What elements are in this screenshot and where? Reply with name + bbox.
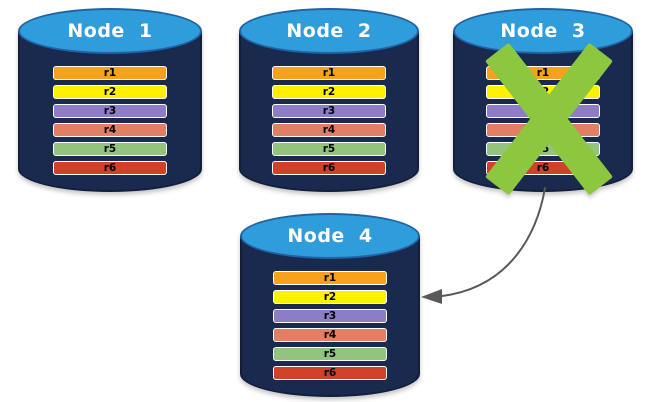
replica-row-r5: r5 bbox=[53, 142, 167, 156]
cylinder-top: Node 3 bbox=[453, 8, 633, 54]
replica-row-r1: r1 bbox=[53, 66, 167, 80]
replica-label: r2 bbox=[322, 85, 336, 98]
replica-row-r3: r3 bbox=[272, 104, 386, 118]
replica-row-r1: r1 bbox=[272, 66, 386, 80]
replica-label: r3 bbox=[322, 104, 336, 117]
cylinder-top: Node 1 bbox=[18, 8, 202, 54]
replica-row-r2: r2 bbox=[272, 85, 386, 99]
replica-label: r1 bbox=[103, 66, 117, 79]
replica-list: r1 r2 r3 r4 r5 r6 bbox=[272, 66, 386, 180]
replica-label: r5 bbox=[103, 142, 117, 155]
replica-label: r1 bbox=[536, 66, 550, 79]
replica-label: r6 bbox=[536, 161, 550, 174]
failover-arrowhead-icon bbox=[421, 289, 442, 304]
replica-label: r1 bbox=[323, 271, 337, 284]
replica-row-r5: r5 bbox=[272, 142, 386, 156]
cylinder-top: Node 2 bbox=[239, 8, 419, 54]
node-2-cylinder: Node 2 r1 r2 r3 r4 r5 r6 bbox=[239, 8, 419, 192]
replica-label: r4 bbox=[322, 123, 336, 136]
replica-row-r1: r1 bbox=[273, 271, 387, 285]
replica-row-r3: r3 bbox=[53, 104, 167, 118]
replica-label: r6 bbox=[322, 161, 336, 174]
replica-row-r2: r2 bbox=[53, 85, 167, 99]
replica-list: r1 r2 r3 r4 r5 r6 bbox=[273, 271, 387, 385]
node-title: Node 2 bbox=[286, 20, 372, 42]
failover-arrow bbox=[421, 187, 546, 304]
replica-row-r3: r3 bbox=[273, 309, 387, 323]
replica-row-r5: r5 bbox=[273, 347, 387, 361]
node-4-cylinder: Node 4 r1 r2 r3 r4 r5 r6 bbox=[240, 213, 420, 397]
node-title: Node 4 bbox=[287, 225, 373, 247]
replica-label: r2 bbox=[103, 85, 117, 98]
node-title: Node 1 bbox=[67, 20, 153, 42]
replica-label: r1 bbox=[322, 66, 336, 79]
replica-label: r3 bbox=[103, 104, 117, 117]
replica-row-r4: r4 bbox=[273, 328, 387, 342]
node-1-cylinder: Node 1 r1 r2 r3 r4 r5 r6 bbox=[18, 8, 202, 192]
replica-label: r5 bbox=[322, 142, 336, 155]
replica-row-r4: r4 bbox=[272, 123, 386, 137]
replica-label: r6 bbox=[103, 161, 117, 174]
replica-label: r3 bbox=[323, 309, 337, 322]
failover-arrow-line bbox=[441, 187, 546, 297]
replica-row-r6: r6 bbox=[53, 161, 167, 175]
replica-row-r6: r6 bbox=[272, 161, 386, 175]
replica-list: r1 r2 r3 r4 r5 r6 bbox=[53, 66, 167, 180]
failure-x-icon bbox=[485, 42, 613, 196]
replica-label: r4 bbox=[103, 123, 117, 136]
replica-label: r4 bbox=[323, 328, 337, 341]
replica-label: r6 bbox=[323, 366, 337, 379]
node-3-cylinder: Node 3 r1 r2 r3 r4 r5 r6 bbox=[453, 8, 633, 196]
node-title: Node 3 bbox=[500, 20, 586, 42]
replica-label: r5 bbox=[323, 347, 337, 360]
replica-row-r2: r2 bbox=[273, 290, 387, 304]
replica-row-r4: r4 bbox=[53, 123, 167, 137]
replica-row-r6: r6 bbox=[273, 366, 387, 380]
cylinder-top: Node 4 bbox=[240, 213, 420, 259]
replica-label: r2 bbox=[323, 290, 337, 303]
